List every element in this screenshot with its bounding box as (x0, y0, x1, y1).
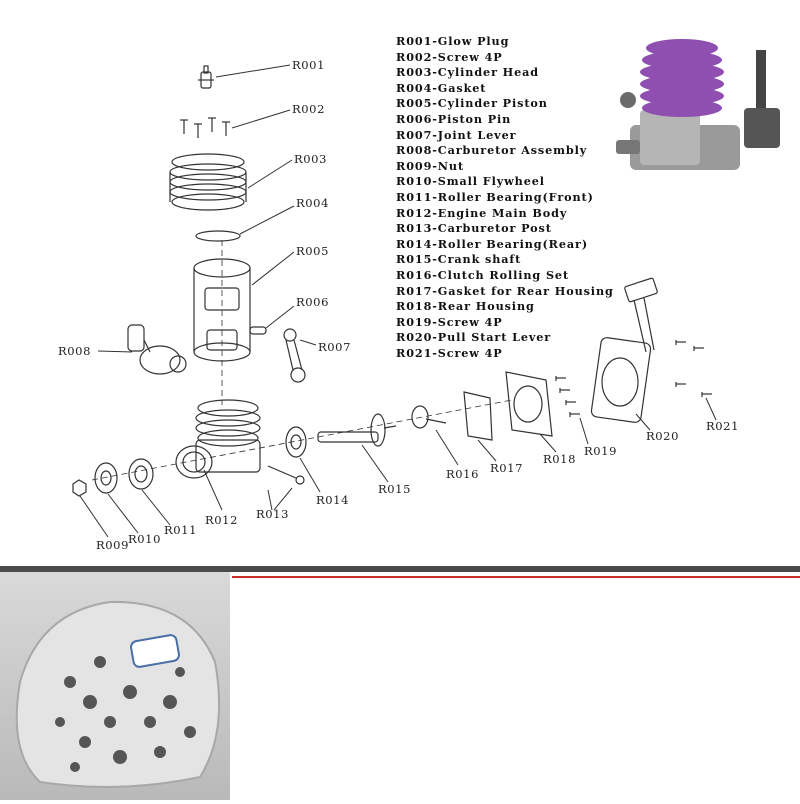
blank-panel (232, 580, 800, 800)
callout-r012: R012 (205, 513, 238, 527)
callout-r010: R010 (128, 532, 161, 546)
legend-item: R009-Nut (396, 158, 465, 173)
legend-item: R011-Roller Bearing(Front) (396, 189, 594, 204)
legend-item: R012-Engine Main Body (396, 205, 568, 220)
legend-item: R005-Cylinder Piston (396, 96, 548, 111)
legend-item: R016-Clutch Rolling Set (396, 267, 570, 282)
legend-item: R007-Joint Lever (396, 127, 517, 142)
callout-r015: R015 (378, 482, 411, 496)
cylinder-head-part (169, 153, 247, 211)
rear-bearing-part (285, 426, 307, 458)
callout-r013: R013 (256, 507, 289, 521)
callout-r018: R018 (543, 452, 576, 466)
callout-r014: R014 (316, 493, 349, 507)
carburetor-part (127, 324, 187, 375)
legend-item: R004-Gasket (396, 80, 487, 95)
callout-r007: R007 (318, 340, 351, 354)
legend-item: R020-Pull Start Lever (396, 330, 552, 345)
carburetor-post-part (267, 465, 305, 485)
legend-item: R001-Glow Plug (396, 34, 510, 48)
legend-item: R006-Piston Pin (396, 111, 512, 126)
callout-r008: R008 (58, 344, 91, 358)
engine-product-photo (616, 39, 780, 170)
callout-r019: R019 (584, 444, 617, 458)
callout-r020: R020 (646, 429, 679, 443)
section-divider (0, 566, 800, 572)
callout-r021: R021 (706, 419, 739, 433)
legend-item: R010-Small Flywheel (396, 174, 545, 189)
nut-part (72, 479, 87, 497)
callout-r002: R002 (292, 102, 325, 116)
pull-start-lever-part (590, 277, 658, 423)
parts-bag-photo (0, 572, 230, 800)
legend-item: R013-Carburetor Post (396, 221, 552, 236)
legend-item: R002-Screw 4P (396, 49, 503, 64)
legend-item: R015-Crank shaft (396, 252, 522, 267)
piston-pin-part (249, 326, 267, 335)
legend-item: R021-Screw 4P (396, 345, 503, 360)
callout-r003: R003 (294, 152, 327, 166)
lever-screws-part (675, 340, 712, 397)
callout-r016: R016 (446, 467, 479, 481)
rear-housing-part (505, 371, 553, 437)
gasket-part (195, 230, 241, 242)
glow-plug-part (198, 65, 214, 89)
callout-r004: R004 (296, 196, 329, 210)
legend-item: R019-Screw 4P (396, 314, 503, 329)
engine-body-part (175, 399, 261, 479)
clutch-rolling-set-part (411, 405, 447, 429)
head-screws-part (180, 117, 230, 138)
housing-screws-part (555, 376, 580, 417)
callout-r001: R001 (292, 58, 325, 72)
legend-item: R003-Cylinder Head (396, 65, 540, 80)
exploded-engine-diagram: R001 R002 R003 R004 R005 R006 R007 R008 … (58, 39, 780, 552)
small-flywheel-part (94, 462, 118, 494)
joint-lever-part (283, 328, 306, 383)
rear-gasket-part (463, 391, 493, 441)
callout-r006: R006 (296, 295, 329, 309)
callout-r005: R005 (296, 244, 329, 258)
legend-item: R014-Roller Bearing(Rear) (396, 236, 589, 251)
legend-item: R018-Rear Housing (396, 299, 535, 314)
callout-r011: R011 (164, 523, 197, 537)
front-bearing-part (128, 458, 154, 490)
legend-item: R008-Carburetor Assembly (396, 143, 588, 158)
callout-r017: R017 (490, 461, 523, 475)
crank-shaft-part (317, 413, 397, 447)
legend-item: R017-Gasket for Rear Housing (396, 283, 614, 298)
callout-r009: R009 (96, 538, 129, 552)
accent-line (232, 576, 800, 578)
